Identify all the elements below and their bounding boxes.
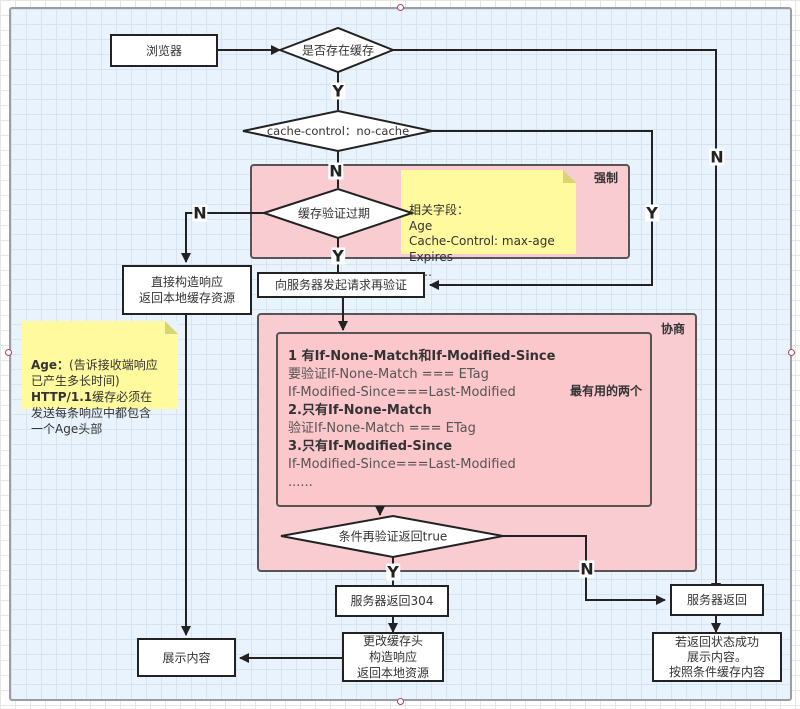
condition-detail: ...... (288, 475, 313, 490)
expired-yes-label: Y (331, 246, 345, 266)
condition-heading: 3.只有If-Modified-Since (288, 439, 453, 454)
age-note-text: 已产生多长时间) (31, 374, 120, 388)
no-cache-yes-label: Y (645, 203, 659, 223)
note-fold-corner (563, 170, 576, 183)
age-note-text: 一个Age头部 (31, 422, 103, 436)
age-note-bold: Age： (31, 358, 70, 372)
revalidate-yes-label: Y (386, 562, 400, 582)
resize-handle-top[interactable] (397, 4, 404, 11)
revalidate-request-node[interactable]: 向服务器发起请求再验证 (257, 272, 425, 298)
decision-revalidate-true (280, 514, 504, 559)
age-note[interactable]: Age：(告诉接收端响应已产生多长时间)HTTP/1.1缓存必须在发送每条响应中… (22, 321, 178, 436)
resize-handle-left[interactable] (5, 349, 12, 356)
negotiate-conditions-box[interactable]: 1 有If-None-Match和If-Modified-Since 要验证If-… (276, 332, 652, 507)
age-note-text: 发送每条响应中都包含 (31, 406, 152, 420)
edge-no-cache-yes (429, 130, 653, 290)
revalidate-true-label: 条件再验证返回true (338, 529, 448, 544)
success-cache-node[interactable]: 若返回状态成功 展示内容。 按照条件缓存内容 (652, 632, 782, 682)
related-field-line: Age (409, 218, 433, 233)
edge-expired-no (181, 212, 264, 263)
age-note-line: 发送每条响应中都包含 (31, 405, 169, 421)
force-group-label: 强制 (593, 171, 618, 185)
negotiate-group-label: 协商 (660, 322, 685, 336)
condition-detail: If-Modified-Since===Last-Modified (288, 385, 516, 400)
condition-detail: 验证If-None-Match === ETag (288, 421, 476, 436)
expired-no-label: N (192, 203, 208, 223)
resize-handle-right[interactable] (788, 349, 795, 356)
condition-detail: If-Modified-Since===Last-Modified (288, 457, 516, 472)
age-note-line: 一个Age头部 (31, 421, 169, 437)
related-field-line: Cache-Control: max-age (409, 234, 555, 248)
age-note-line: 已产生多长时间) (31, 373, 169, 389)
server-304-node[interactable]: 服务器返回304 (335, 585, 449, 617)
has-cache-no-label: N (709, 147, 725, 167)
browser-node[interactable]: 浏览器 (110, 34, 218, 67)
edge-has-cache-no (393, 49, 721, 593)
direct-build-node[interactable]: 直接构造响应 返回本地缓存资源 (122, 265, 252, 315)
negotiate-conditions-list: 1 有If-None-Match和If-Modified-Since 要验证If-… (288, 348, 640, 492)
note-fold-corner (165, 321, 178, 334)
has-cache-yes-label: Y (331, 81, 345, 101)
resize-handle-bottom[interactable] (397, 698, 404, 705)
age-note-text: (告诉接收端响应 (69, 358, 158, 372)
decision-no-cache (242, 109, 433, 153)
update-cache-node[interactable]: 更改缓存头 构造响应 返回本地资源 (342, 632, 444, 682)
condition-heading: 2.只有If-None-Match (288, 403, 432, 418)
no-cache-label: cache-control：no-cache (266, 124, 410, 138)
decision-cache-expired (260, 187, 416, 240)
most-useful-label: 最有用的两个 (570, 384, 643, 398)
cache-expired-label: 缓存验证过期 (297, 206, 371, 221)
no-cache-no-label: N (328, 161, 344, 181)
related-field-line: 相关字段： (409, 203, 470, 217)
has-cache-label: 是否存在缓存 (301, 43, 375, 58)
server-return-node[interactable]: 服务器返回 (670, 584, 764, 616)
age-note-text: 缓存必须在 (92, 390, 153, 404)
show-content-node[interactable]: 展示内容 (137, 638, 236, 677)
revalidate-no-label: N (579, 559, 595, 579)
age-note-text: Age：(告诉接收端响应已产生多长时间)HTTP/1.1缓存必须在发送每条响应中… (31, 357, 169, 437)
related-field-line: Expires (409, 249, 453, 264)
age-note-bold: HTTP/1.1 (31, 390, 93, 404)
decision-has-cache (277, 26, 396, 74)
age-note-line: Age：(告诉接收端响应 (31, 357, 169, 373)
condition-detail: 要验证If-None-Match === ETag (288, 367, 489, 382)
age-note-line: HTTP/1.1缓存必须在 (31, 389, 169, 405)
condition-heading: 1 有If-None-Match和If-Modified-Since (288, 349, 556, 364)
